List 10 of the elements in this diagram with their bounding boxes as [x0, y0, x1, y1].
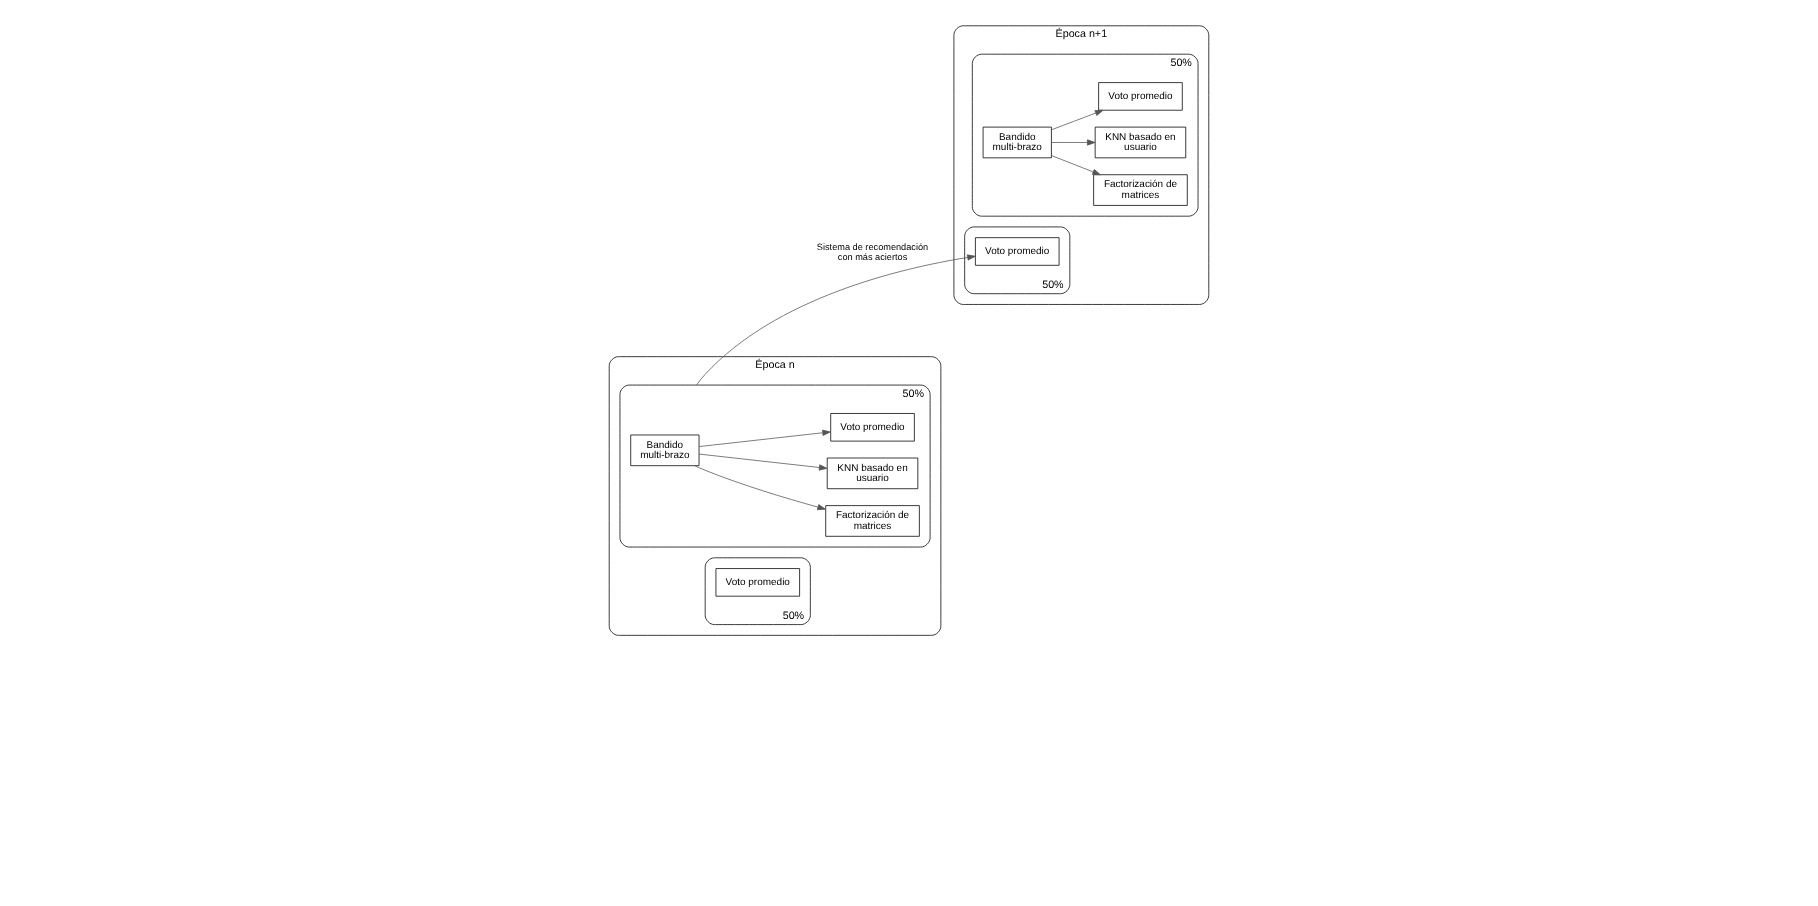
arrow [698, 453, 828, 471]
cluster [971, 53, 1199, 217]
cluster [619, 384, 931, 548]
cluster [704, 557, 811, 625]
arrow [1051, 155, 1101, 176]
arrow [1051, 109, 1104, 131]
arrow [696, 254, 976, 386]
arrow [694, 465, 826, 511]
arrow [698, 429, 831, 447]
arrow [1051, 139, 1096, 146]
